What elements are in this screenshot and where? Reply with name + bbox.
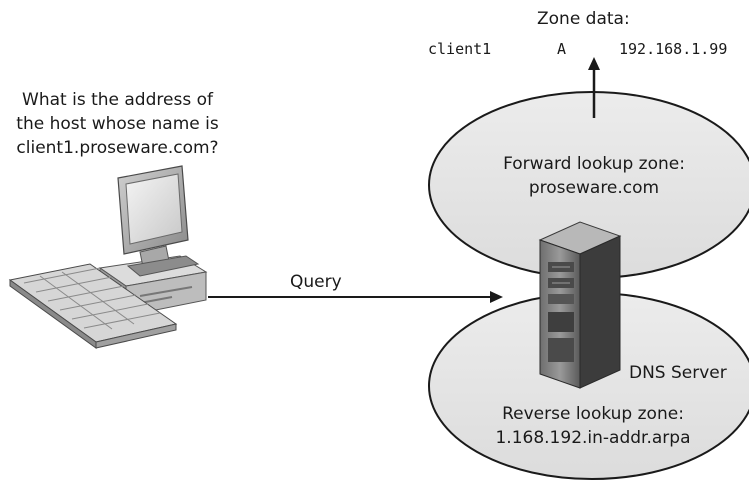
- query-label: Query: [290, 272, 342, 292]
- forward-zone-line-1: Forward lookup zone:: [503, 154, 685, 174]
- zone-data-title: Zone data:: [537, 9, 630, 29]
- question-line-1: What is the address of: [22, 90, 213, 110]
- reverse-zone-line-2: 1.168.192.in-addr.arpa: [495, 428, 691, 448]
- forward-zone-line-2: proseware.com: [528, 178, 660, 198]
- dns-server-label: DNS Server: [629, 363, 727, 383]
- dns-server-icon: [538, 221, 622, 389]
- question-line-3: client1.proseware.com?: [16, 138, 219, 158]
- client-computer-icon: [8, 165, 208, 349]
- question-line-2: the host whose name is: [16, 114, 219, 134]
- zone-record-type: A: [557, 40, 567, 58]
- zone-record-address: 192.168.1.99: [619, 40, 728, 58]
- reverse-zone-line-1: Reverse lookup zone:: [502, 404, 684, 424]
- query-arrow: [208, 291, 503, 303]
- zone-record-name: client1: [428, 40, 492, 58]
- zone-data-arrow: [588, 57, 600, 118]
